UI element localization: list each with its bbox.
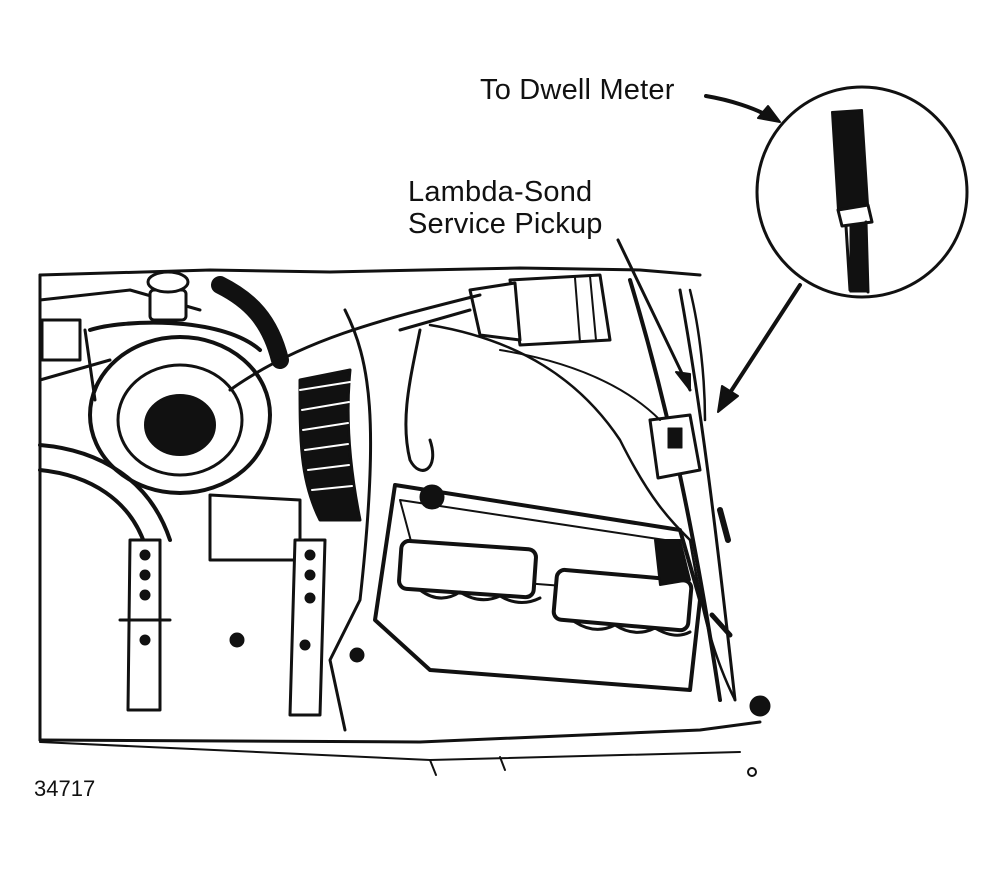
mount-bracket-left (118, 538, 172, 712)
lambda-pickup-leader-arrow (616, 238, 692, 392)
engine-bay-frame (38, 266, 762, 776)
lambda-label-line1: Lambda-Sond (408, 176, 593, 208)
connector-detail-callout (755, 85, 969, 299)
dwell-meter-label: To Dwell Meter (480, 74, 675, 106)
connector-pointer-arrow (717, 283, 802, 413)
mount-bracket-right (229, 538, 365, 717)
dwell-meter-arrow (704, 94, 781, 123)
lambda-label-line2: Service Pickup (408, 208, 603, 240)
wiring-harness (228, 288, 737, 702)
radiator-hose (211, 276, 362, 522)
figure-number: 34717 (34, 776, 96, 801)
lambda-sond-label: Lambda-Sond Service Pickup (408, 176, 603, 240)
fan-pulley-assembly (38, 270, 272, 495)
battery (373, 483, 702, 692)
air-intake-tube (398, 273, 612, 347)
